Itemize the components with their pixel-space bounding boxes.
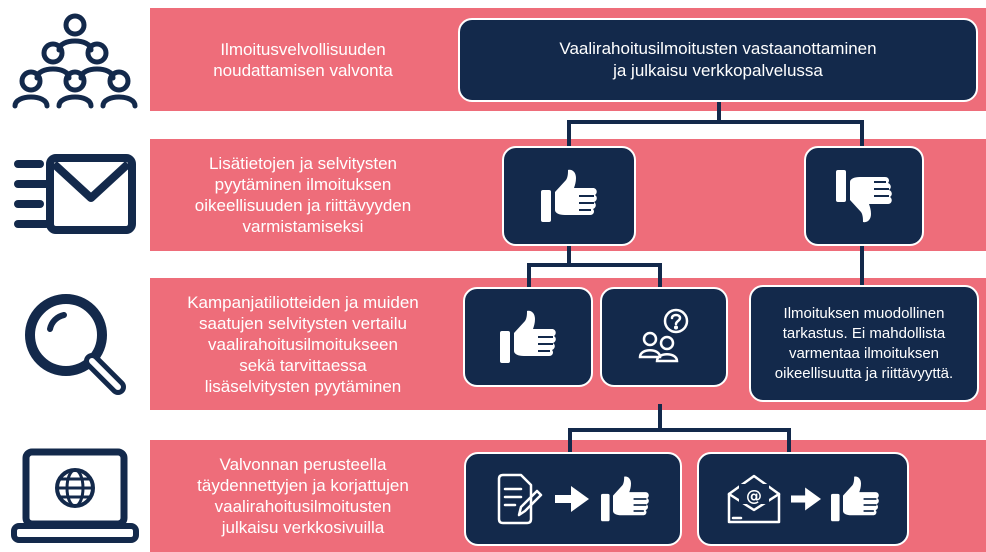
connector-mid-horizontal xyxy=(527,263,661,267)
connector-mid-down xyxy=(567,245,571,265)
people-group-icon xyxy=(12,13,138,108)
thumbs-up-icon xyxy=(831,476,879,522)
connector-right-down xyxy=(860,120,864,150)
person-question-box xyxy=(600,287,728,387)
person-question-icon xyxy=(638,308,689,363)
magnifier-icon xyxy=(25,294,126,395)
connector-top-down xyxy=(717,100,721,122)
row-1-text: Ilmoitusvelvollisuuden noudattamisen val… xyxy=(213,39,393,80)
connector-bottom-right-down xyxy=(787,428,791,454)
email-publish-box: @ xyxy=(697,452,909,546)
arrow-right-icon xyxy=(555,486,589,512)
envelope-fast-icon xyxy=(14,154,136,234)
formal-check-box: Ilmoituksen muodollinen tarkastus. Ei ma… xyxy=(749,285,979,402)
thumbs-down-box xyxy=(804,146,924,246)
formal-check-text: Ilmoituksen muodollinen tarkastus. Ei ma… xyxy=(774,304,954,382)
connector-left-down xyxy=(567,120,571,150)
laptop-globe-icon xyxy=(11,448,139,543)
connector-mid-left-down xyxy=(527,263,531,289)
connector-bottom-left-down xyxy=(568,428,572,454)
connector-bottom-horizontal xyxy=(568,428,790,432)
svg-text:@: @ xyxy=(746,486,762,505)
thumbs-up-icon xyxy=(601,476,649,522)
top-box: Vaalirahoitusilmoitusten vastaanottamine… xyxy=(458,18,978,102)
thumbs-up-box-2 xyxy=(463,287,593,387)
thumbs-up-icon xyxy=(500,310,556,363)
row-4-text: Valvonnan perusteella täydennettyjen ja … xyxy=(197,455,409,537)
row-2-text: Lisätietojen ja selvitysten pyytäminen i… xyxy=(194,154,412,236)
connector-bottom-down xyxy=(658,404,662,430)
document-publish-box xyxy=(464,452,682,546)
top-box-text: Vaalirahoitusilmoitusten vastaanottamine… xyxy=(559,39,877,80)
thumbs-down-icon xyxy=(836,170,892,223)
thumbs-up-icon xyxy=(541,169,597,222)
email-envelope-icon: @ xyxy=(727,474,781,524)
connector-mid-right-down xyxy=(658,263,662,289)
connector-formal-down xyxy=(860,245,864,285)
connector-top-horizontal xyxy=(567,120,863,124)
document-edit-icon xyxy=(497,473,543,525)
thumbs-up-box xyxy=(502,146,636,246)
arrow-right-icon xyxy=(791,487,821,511)
row-3-text: Kampanjatiliotteiden ja muiden saatujen … xyxy=(187,292,419,396)
